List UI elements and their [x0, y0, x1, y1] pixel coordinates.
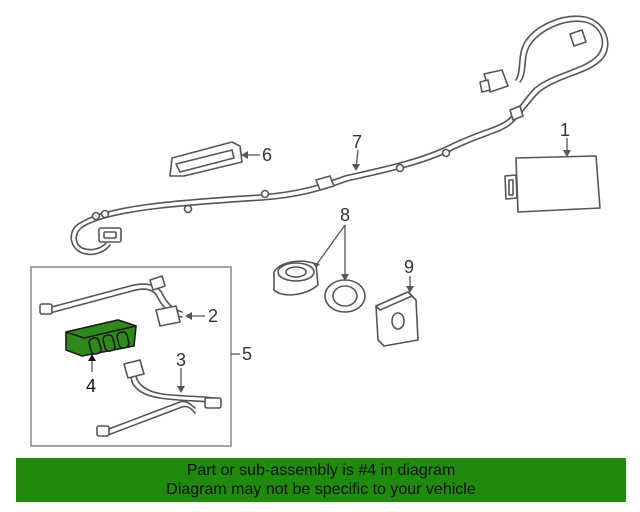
label-part-6: 6 [262, 145, 272, 165]
parts-diagram: 1 6 7 8 9 2 3 5 4 [30, 15, 609, 447]
part-8-parking-sensor [273, 260, 366, 313]
label-part-2: 2 [208, 306, 218, 326]
part-2-harness [39, 275, 183, 327]
label-part-1: 1 [560, 120, 570, 140]
banner-line-2: Diagram may not be specific to your vehi… [166, 481, 476, 498]
label-part-5: 5 [242, 344, 252, 364]
part-6-bracket [169, 141, 243, 177]
part-1-control-module [504, 155, 601, 213]
label-part-4: 4 [86, 376, 96, 396]
part-3-harness [96, 359, 222, 437]
info-banner: Part or sub-assembly is #4 in diagram Di… [16, 458, 626, 502]
label-part-9: 9 [404, 257, 414, 277]
banner-line-1: Part or sub-assembly is #4 in diagram [186, 462, 456, 479]
part-4-connector-highlighted [65, 319, 137, 357]
label-part-7: 7 [352, 132, 362, 152]
group-box-5 [30, 266, 232, 447]
part-9-sensor-retainer [375, 291, 419, 347]
label-part-8: 8 [340, 205, 350, 225]
label-part-3: 3 [176, 350, 186, 370]
callout-labels: 1 6 7 8 9 2 3 5 4 [86, 120, 570, 396]
wiring-harness [70, 15, 609, 256]
leader-lines [88, 138, 571, 393]
